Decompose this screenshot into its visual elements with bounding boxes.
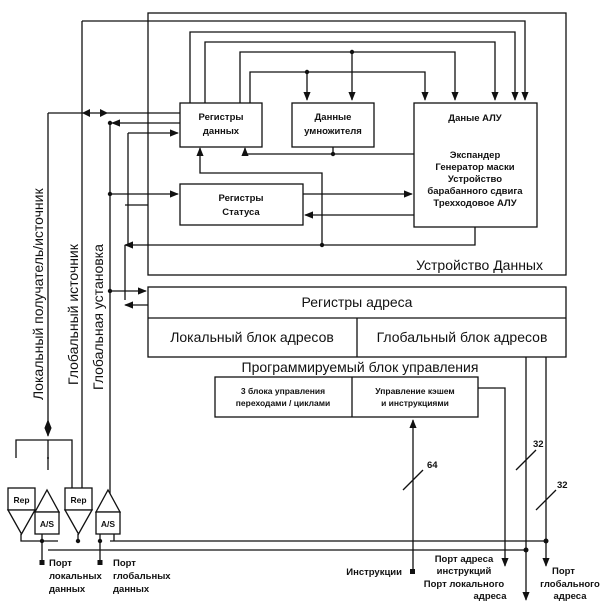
top-bus-loops: [140, 20, 529, 103]
data-unit-title: Устройство Данных: [416, 257, 543, 273]
multiplier-label-1: Данные: [315, 112, 352, 123]
instructions-port-label: Инструкции: [346, 567, 402, 578]
bus-width-global-address: 32: [557, 480, 568, 491]
bus-label-global-setup: Глобальная установка: [90, 244, 106, 390]
data-registers-label-2: данных: [203, 126, 240, 137]
status-registers-block[interactable]: Регистры Статуса: [179, 183, 304, 226]
alu-line-3: Устройство: [448, 174, 502, 185]
local-data-port-3: данных: [49, 584, 86, 595]
rep-label-1: Rep: [13, 495, 29, 505]
status-label-1: Регистры: [218, 193, 263, 204]
global-addr-port-2: глобального: [540, 579, 600, 590]
local-addr-port-2: адреса: [474, 591, 508, 602]
status-label-2: Статуса: [222, 207, 260, 218]
alu-block[interactable]: Даные АЛУ Экспандер Генератор маски Устр…: [413, 102, 538, 228]
address-registers-title: Регистры адреса: [302, 294, 413, 310]
cache-control-1: Управление кэшем: [375, 386, 454, 396]
global-address-block: Глобальный блок адресов: [377, 329, 548, 345]
data-unit-frame: [147, 12, 567, 276]
data-registers-label-1: Регистры: [198, 112, 243, 123]
global-addr-port-3: адреса: [554, 591, 588, 602]
global-data-port-3: данных: [113, 584, 150, 595]
as-unit-1[interactable]: A/S: [33, 488, 61, 535]
bus-label-global-source: Глобальный источник: [65, 243, 81, 385]
local-addr-port-1: Порт локального: [424, 579, 505, 590]
bus-width-local-address: 32: [533, 439, 544, 450]
as-label-1: A/S: [40, 519, 55, 529]
branch-blocks-2: переходами / циклами: [236, 398, 330, 408]
data-registers-block[interactable]: Регистры данных: [179, 102, 263, 148]
address-registers-block[interactable]: Регистры адреса Локальный блок адресов Г…: [147, 286, 567, 358]
multiplier-label-2: умножителя: [304, 126, 362, 137]
rep-label-2: Rep: [70, 495, 86, 505]
cache-control-2: и инструкциями: [381, 398, 449, 408]
bus-label-local-receiver-source: Локальный получатель/источник: [30, 188, 46, 400]
alu-line-5: Трехходовое АЛУ: [433, 198, 516, 209]
as-label-2: A/S: [101, 519, 116, 529]
global-addr-port-1: Порт: [552, 566, 575, 577]
alu-title: Даные АЛУ: [448, 113, 501, 124]
io-wiring: [20, 534, 115, 565]
as-unit-2[interactable]: A/S: [94, 488, 122, 535]
instr-addr-port-1: Порт адреса: [435, 554, 494, 565]
left-bus-connections: [48, 109, 180, 245]
bus-width-instructions: 64: [427, 460, 438, 471]
bottom-buses: [48, 540, 546, 551]
address-reg-links: [107, 287, 148, 309]
global-data-port-1: Порт: [113, 558, 136, 569]
instr-addr-port-2: инструкций: [437, 566, 492, 577]
io-units: [15, 419, 73, 490]
branch-blocks-1: 3 блока управления: [241, 386, 325, 396]
alu-line-1: Экспандер: [450, 150, 501, 161]
local-data-port-1: Порт: [49, 558, 72, 569]
local-address-block: Локальный блок адресов: [170, 329, 334, 345]
multiplier-data-block[interactable]: Данные умножителя: [291, 102, 375, 148]
control-unit-block[interactable]: 3 блока управления переходами / циклами …: [214, 376, 479, 418]
rep-unit-1[interactable]: Rep: [6, 487, 37, 536]
data-unit-internal-wires: [124, 147, 476, 249]
alu-line-4: барабанного сдвига: [427, 186, 523, 197]
alu-line-2: Генератор маски: [435, 162, 514, 173]
rep-unit-2[interactable]: Rep: [63, 487, 94, 536]
global-data-port-2: глобальных: [113, 571, 171, 582]
local-data-port-2: локальных: [49, 571, 102, 582]
control-unit-title: Программируемый блок управления: [242, 359, 479, 375]
